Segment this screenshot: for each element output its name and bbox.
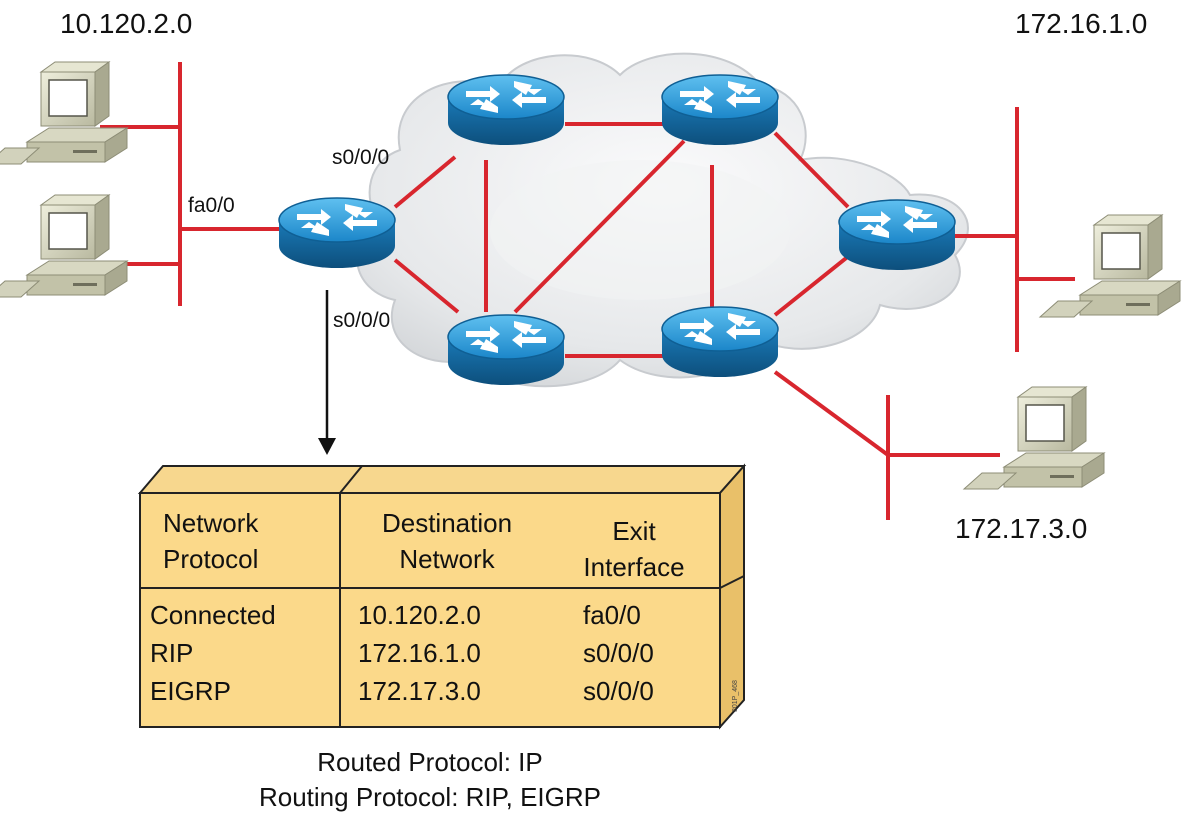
- figure-id: 301P_468: [732, 680, 739, 712]
- table-cell-protocol: RIP: [150, 638, 193, 668]
- table-cell-destination: 10.120.2.0: [358, 600, 481, 630]
- header-network: Network: [163, 508, 259, 538]
- header-protocol: Protocol: [163, 544, 258, 574]
- core-link: [773, 253, 852, 317]
- router-icon: [447, 74, 565, 146]
- header-exit: Exit: [612, 516, 656, 546]
- edge-link: [773, 370, 890, 457]
- network-label-bottom-right: 172.17.3.0: [955, 513, 1087, 544]
- table-cell-destination: 172.16.1.0: [358, 638, 481, 668]
- caption-routing-protocol: Routing Protocol: RIP, EIGRP: [259, 782, 601, 812]
- router-icon: [661, 306, 779, 378]
- table-cell-protocol: Connected: [150, 600, 276, 630]
- router-icon: [661, 74, 779, 146]
- caption-routed-protocol: Routed Protocol: IP: [317, 747, 542, 777]
- table-cell-exit: s0/0/0: [583, 676, 654, 706]
- serial-link-upper: [393, 155, 457, 209]
- interface-label-fa: fa0/0: [188, 194, 235, 217]
- table-cell-protocol: EIGRP: [150, 676, 231, 706]
- core-link: [513, 139, 686, 314]
- routing-table: Network Protocol Destination Network Exi…: [137, 463, 747, 730]
- pc-icon: [0, 194, 128, 298]
- router-icon: [278, 197, 396, 269]
- table-cell-destination: 172.17.3.0: [358, 676, 481, 706]
- table-pointer-arrow: [318, 290, 336, 455]
- pc-icon: [963, 386, 1105, 490]
- header-destination-network: Network: [399, 544, 495, 574]
- network-links: [100, 62, 1075, 520]
- header-destination: Destination: [382, 508, 512, 538]
- pc-icon: [1039, 214, 1181, 318]
- pc-icon: [0, 61, 128, 165]
- interface-label-serial-lower: s0/0/0: [333, 309, 390, 332]
- table-cell-exit: fa0/0: [583, 600, 641, 630]
- interface-label-serial-upper: s0/0/0: [332, 146, 389, 169]
- router-icon: [447, 314, 565, 386]
- table-cell-exit: s0/0/0: [583, 638, 654, 668]
- core-link: [773, 131, 850, 209]
- network-label-top-right: 172.16.1.0: [1015, 8, 1147, 39]
- serial-link-lower: [393, 258, 460, 314]
- router-icon: [838, 199, 956, 271]
- header-interface: Interface: [583, 552, 684, 582]
- network-label-left: 10.120.2.0: [60, 8, 192, 39]
